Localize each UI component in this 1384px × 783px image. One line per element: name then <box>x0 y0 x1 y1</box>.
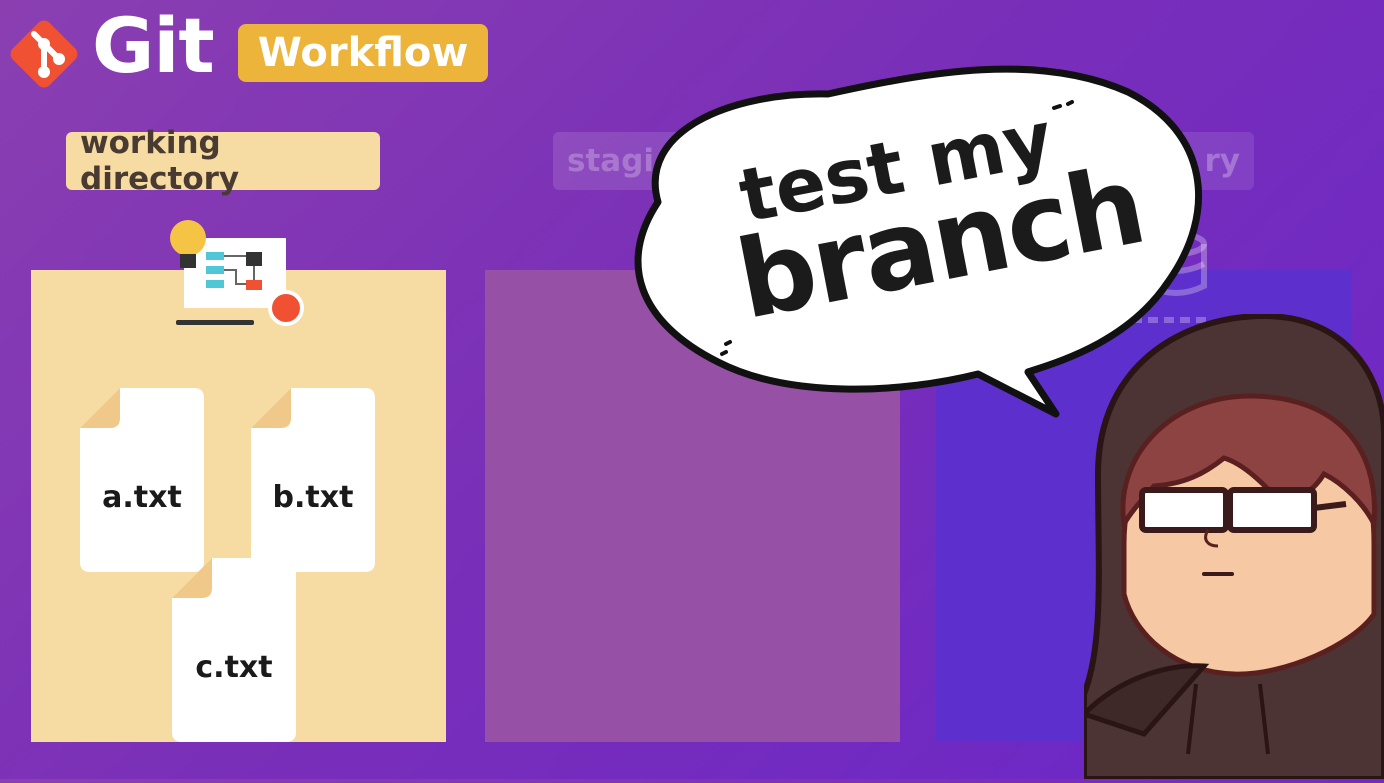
speech-bubble: test my branch <box>598 52 1218 424</box>
git-title: Git <box>92 1 215 90</box>
hooded-character-avatar <box>1079 313 1384 782</box>
file-c-txt[interactable]: c.txt <box>172 558 296 742</box>
workflow-badge: Workflow <box>238 24 488 82</box>
file-name: b.txt <box>272 480 354 515</box>
file-b-txt[interactable]: b.txt <box>251 388 375 572</box>
file-a-txt[interactable]: a.txt <box>80 388 204 572</box>
file-name: c.txt <box>195 650 273 685</box>
file-name: a.txt <box>102 480 182 515</box>
working-directory-label: working directory <box>66 125 380 197</box>
lightbulb-icon <box>162 216 310 330</box>
git-logo-icon <box>4 12 84 96</box>
